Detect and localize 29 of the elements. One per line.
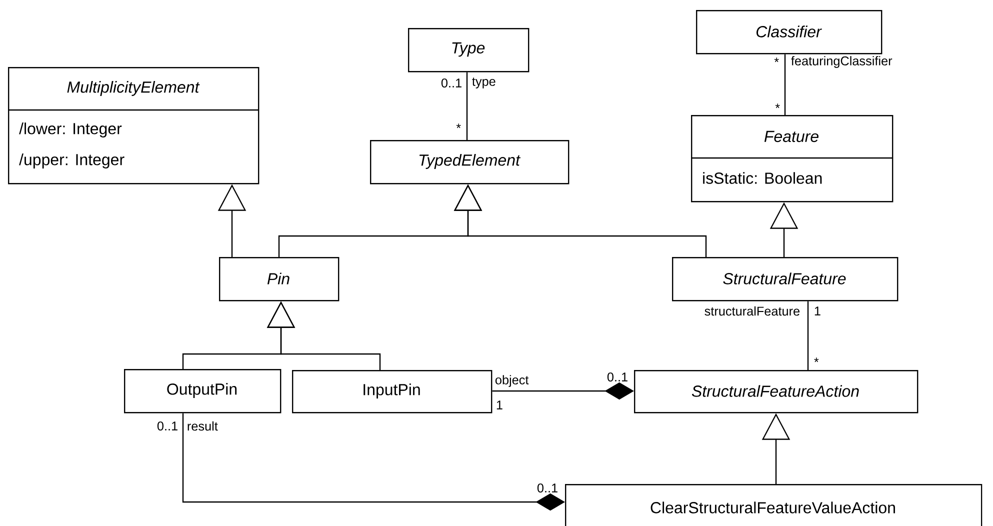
- multiplicity-label: 0..1: [607, 372, 628, 382]
- class-box: MultiplicityElement /lower: Integer /upper: Integer: [8, 67, 260, 184]
- class-box: StructuralFeature: [672, 257, 898, 302]
- class-box: StructuralFeatureAction: [634, 370, 918, 414]
- association-line: [807, 301, 809, 370]
- multiplicity-label: *: [774, 58, 779, 62]
- role-name: featuringClassifier: [791, 56, 892, 68]
- class-box: TypedElement: [370, 140, 570, 184]
- multiplicity-label: 0..1: [441, 78, 462, 88]
- multiplicity-label: *: [775, 104, 780, 108]
- class-box: Classifier: [696, 10, 882, 54]
- class-box: Type: [408, 28, 530, 72]
- role-name: object: [495, 375, 529, 387]
- class-box: Feature isStatic: Boolean: [691, 115, 894, 202]
- class-box: Pin: [219, 257, 340, 302]
- association-line: [466, 72, 468, 140]
- multiplicity-label: *: [814, 358, 819, 362]
- class-box: OutputPin: [124, 369, 282, 414]
- multiplicity-label: 1: [814, 306, 820, 316]
- multiplicity-label: 0..1: [157, 422, 178, 430]
- role-name: result: [188, 421, 218, 431]
- role-name: structuralFeature: [704, 306, 800, 316]
- class-box: ClearStructuralFeatureValueAction: [565, 484, 982, 526]
- class-box: InputPin: [292, 370, 492, 414]
- multiplicity-label: 1: [496, 400, 502, 410]
- multiplicity-label: *: [456, 124, 461, 128]
- multiplicity-label: 0..1: [537, 484, 558, 492]
- role-name: type: [472, 78, 496, 88]
- association-line: [784, 54, 786, 115]
